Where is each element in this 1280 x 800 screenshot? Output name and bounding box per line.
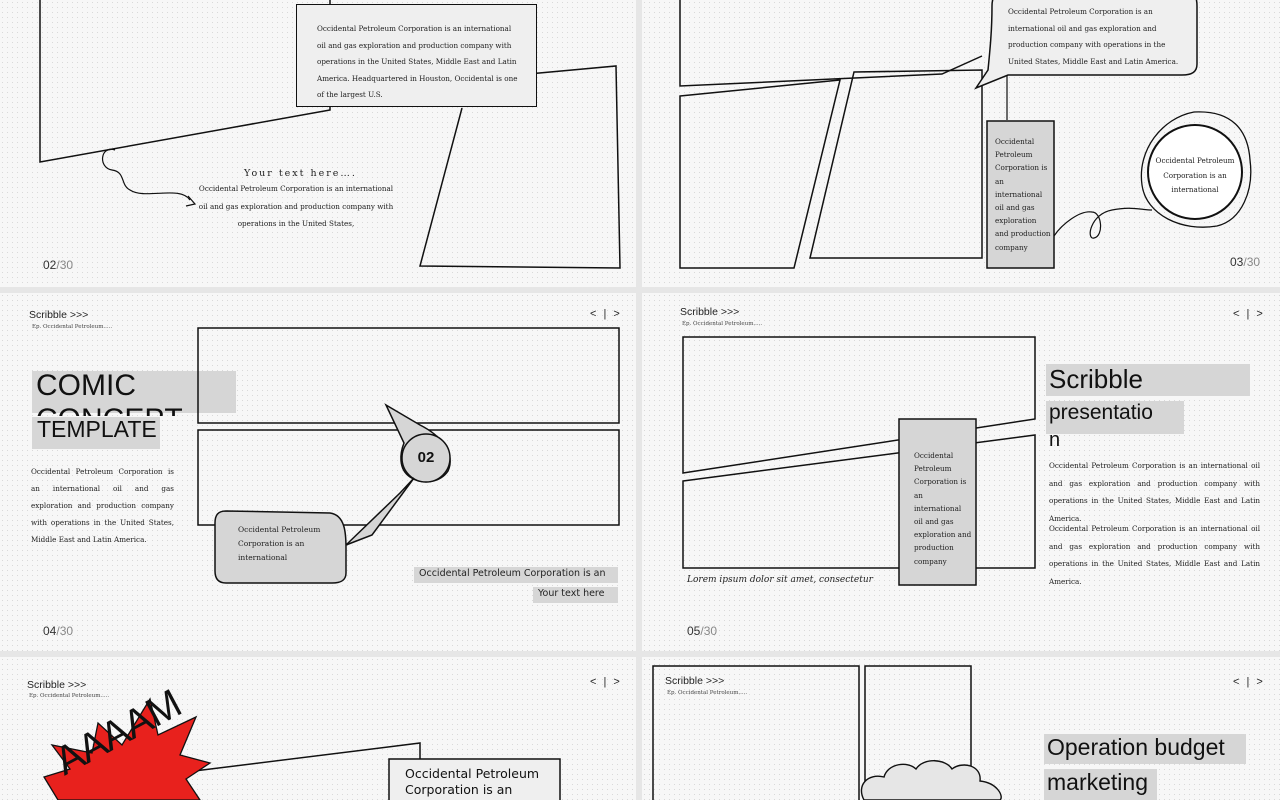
comic-panels-art [679,0,1252,269]
caption-text: Occidental Petroleum Corporation is an i… [198,184,394,228]
caption-line-1: Occidental Petroleum Corporation is an [419,568,606,579]
brand-subtitle: Ep. Occidental Petroleum..... [32,324,113,330]
slide-title: Operation budget [1047,734,1225,760]
slide-thumbnail-07[interactable]: Scribble >>> Ep. Occidental Petroleum...… [642,657,1280,800]
comic-panels-art [43,697,561,800]
slide-thumbnail-02[interactable]: Occidental Petroleum Corporation is an i… [0,0,636,287]
slide-nav-arrows[interactable]: < | > [590,308,622,320]
lorem-caption: Lorem ipsum dolor sit amet, consectetur [687,575,873,585]
column-text: Occidental Petroleum Corporation is an i… [995,137,1051,252]
slide-title-2: marketing [1047,769,1148,795]
comic-panels-art [682,336,1036,586]
comic-panels-art [652,665,1002,800]
body-paragraph-1: Occidental Petroleum Corporation is an i… [1049,461,1260,523]
slide-thumbnail-05[interactable]: Scribble >>> Ep. Occidental Petroleum...… [642,293,1280,651]
text-box-content: Occidental Petroleum Corporation is an i… [317,24,518,99]
brand-label: Scribble >>> [29,309,89,321]
comic-panels-art [197,327,620,584]
page-number: 05/30 [687,624,718,638]
slide-thumbnail-04[interactable]: Scribble >>> Ep. Occidental Petroleum...… [0,293,636,651]
speech-bubble-text: Occidental Petroleum Corporation is an i… [1008,7,1179,66]
caption-line-2: Your text here [538,588,605,599]
title-highlight-2 [32,417,160,449]
slide-nav-arrows[interactable]: < | > [1233,308,1265,320]
slide-title: Scribble [1049,364,1143,394]
brand-label: Scribble >>> [27,679,87,691]
slide-title-3: n [1049,429,1061,451]
page-number: 03/30 [1230,255,1261,269]
slide-title-2: TEMPLATE [37,416,157,442]
speech-bubble-text: Occidental Petroleum Corporation is an i… [238,525,321,562]
title-highlight [1044,734,1246,764]
circle-text: Occidental Petroleum Corporation is an i… [1155,156,1235,194]
brand-label: Scribble >>> [680,306,740,318]
caption-highlight [414,567,618,583]
page-number: 02/30 [43,258,74,272]
body-paragraph-2: Occidental Petroleum Corporation is an i… [1049,524,1260,586]
brand-subtitle: Ep. Occidental Petroleum..... [29,693,110,699]
column-text: Occidental Petroleum Corporation is an i… [914,451,972,566]
slide-thumbnail-03[interactable]: Occidental Petroleum Corporation is an i… [642,0,1280,287]
title-highlight [1046,364,1250,396]
brand-subtitle: Ep. Occidental Petroleum..... [667,690,748,696]
slide-nav-arrows[interactable]: < | > [1233,676,1265,688]
body-text: Occidental Petroleum Corporation is an i… [31,467,174,544]
title-highlight-2 [1046,401,1184,434]
caption-highlight-2 [533,587,618,603]
your-text-label: Your text here…. [244,168,357,179]
title-highlight-2 [1044,769,1157,800]
slide-title-2: presentatio [1049,401,1153,424]
text-box: Occidental Petroleum Corporation is an i… [296,4,537,107]
slide-nav-arrows[interactable]: < | > [590,676,622,688]
brand-label: Scribble >>> [665,675,725,687]
title-highlight [32,371,236,413]
slide-title: COMIC CONCEPT [36,369,183,416]
badge-number: 02 [417,449,435,466]
text-box-content: Occidental Petroleum Corporation is an [405,766,540,797]
brand-subtitle: Ep. Occidental Petroleum..... [682,321,763,327]
page-number: 04/30 [43,624,74,638]
slide-thumbnail-06[interactable]: Scribble >>> Ep. Occidental Petroleum...… [0,657,636,800]
